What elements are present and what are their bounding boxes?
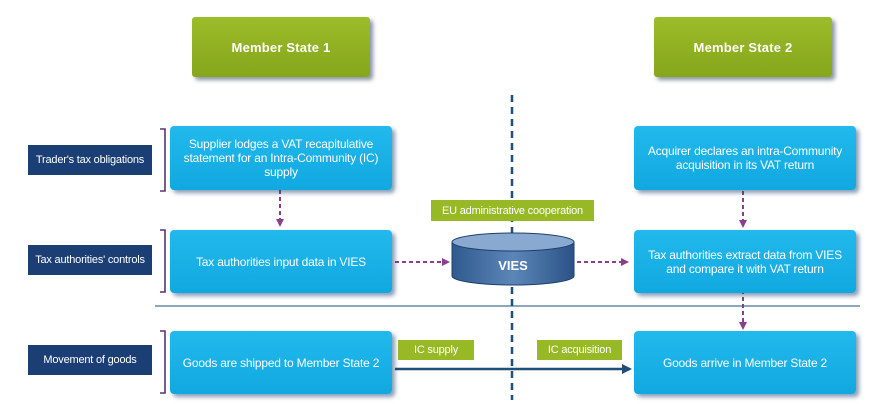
extract-vies-box: Tax authorities extract data from VIES a… (634, 230, 856, 293)
row-label-text: Tax authorities' controls (35, 254, 145, 266)
bracket-row-1 (160, 128, 166, 192)
vies-text: VIES (498, 257, 528, 273)
input-vies-box: Tax authorities input data in VIES (170, 230, 392, 293)
ic-acquisition-label: IC acquisition (537, 340, 622, 360)
member-state-1-label: Member State 1 (231, 39, 331, 55)
input-vies-text: Tax authorities input data in VIES (196, 254, 366, 269)
row-label-text: Trader's tax obligations (35, 154, 145, 166)
goods-arrive-box: Goods arrive in Member State 2 (634, 331, 856, 394)
row-label-traders-tax-obligations: Trader's tax obligations (28, 145, 152, 175)
goods-shipped-box: Goods are shipped to Member State 2 (170, 331, 392, 394)
ic-acquisition-text: IC acquisition (547, 344, 612, 356)
ic-supply-label: IC supply (398, 340, 474, 360)
row-label-tax-authorities-controls: Tax authorities' controls (28, 245, 152, 275)
vies-database-label: VIES (452, 252, 574, 278)
bracket-row-2 (160, 229, 166, 293)
row-label-movement-of-goods: Movement of goods (28, 345, 152, 375)
goods-arrive-text: Goods arrive in Member State 2 (662, 355, 828, 370)
supplier-statement-box: Supplier lodges a VAT recapitulative sta… (170, 126, 392, 190)
acquirer-declares-text: Acquirer declares an intra-Community acq… (647, 144, 843, 172)
supplier-statement-text: Supplier lodges a VAT recapitulative sta… (183, 137, 379, 179)
member-state-2-label: Member State 2 (693, 39, 793, 55)
extract-vies-text: Tax authorities extract data from VIES a… (648, 247, 842, 276)
goods-shipped-text: Goods are shipped to Member State 2 (182, 355, 380, 370)
row-label-text: Movement of goods (43, 354, 137, 366)
ic-supply-text: IC supply (413, 344, 459, 356)
eu-cooperation-text: EU administrative cooperation (442, 204, 583, 217)
vies-database-cylinder (451, 232, 575, 286)
acquirer-declares-box: Acquirer declares an intra-Community acq… (634, 126, 856, 190)
member-state-2-header: Member State 2 (654, 17, 832, 77)
eu-cooperation-label: EU administrative cooperation (431, 200, 594, 221)
member-state-1-header: Member State 1 (192, 17, 370, 77)
bracket-row-3 (160, 330, 166, 394)
